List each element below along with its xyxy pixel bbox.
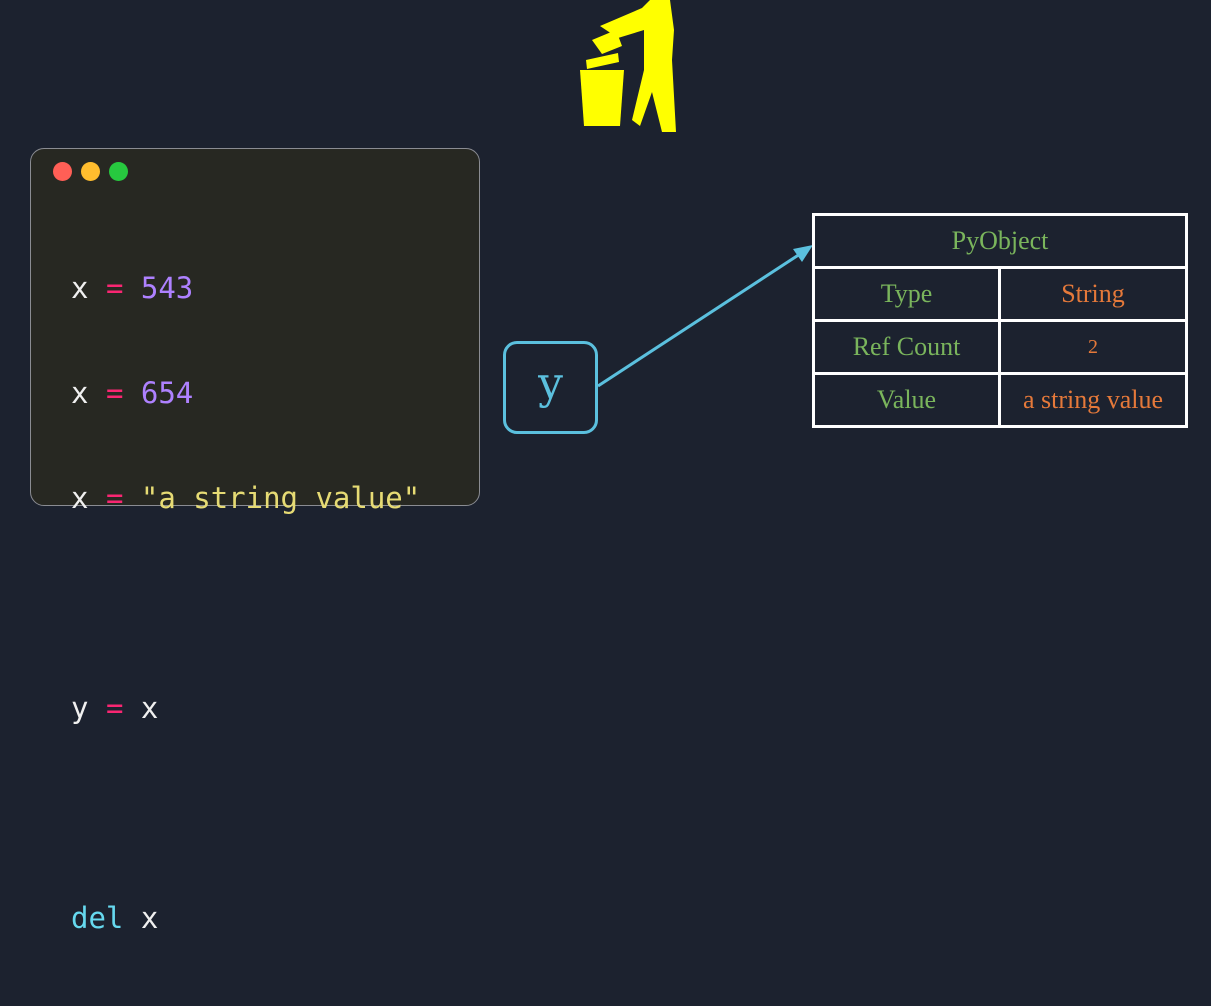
code-blank-line (71, 796, 420, 831)
pyobject-table: PyObject Type String Ref Count 2 Value a… (812, 213, 1188, 428)
pyobject-row-value: Value a string value (812, 372, 1188, 428)
window-controls (53, 162, 128, 181)
code-blank-line (71, 586, 420, 621)
maximize-dot (109, 162, 128, 181)
code-block: x = 543 x = 654 x = "a string value" y =… (71, 201, 420, 1006)
pyobject-header-row: PyObject (812, 213, 1188, 269)
pyobject-value: a string value (998, 372, 1188, 428)
pyobject-row-type: Type String (812, 266, 1188, 322)
minimize-dot (81, 162, 100, 181)
pyobject-key: Type (812, 266, 1001, 322)
pyobject-value: 2 (998, 319, 1188, 375)
garbage-bin-icon (580, 0, 676, 132)
variable-name: y (538, 357, 563, 409)
code-window: x = 543 x = 654 x = "a string value" y =… (30, 148, 480, 935)
pyobject-value: String (998, 266, 1188, 322)
code-line: x = "a string value" (71, 481, 421, 515)
variable-y-box: y (503, 341, 598, 434)
pyobject-key: Ref Count (812, 319, 1001, 375)
code-line: x = 543 (71, 271, 194, 305)
pyobject-title: PyObject (812, 213, 1188, 269)
code-line: x = 654 (71, 376, 194, 410)
close-dot (53, 162, 72, 181)
code-line: del x (71, 901, 159, 935)
pyobject-key: Value (812, 372, 1001, 428)
code-line: y = x (71, 691, 159, 725)
pyobject-row-refcount: Ref Count 2 (812, 319, 1188, 375)
